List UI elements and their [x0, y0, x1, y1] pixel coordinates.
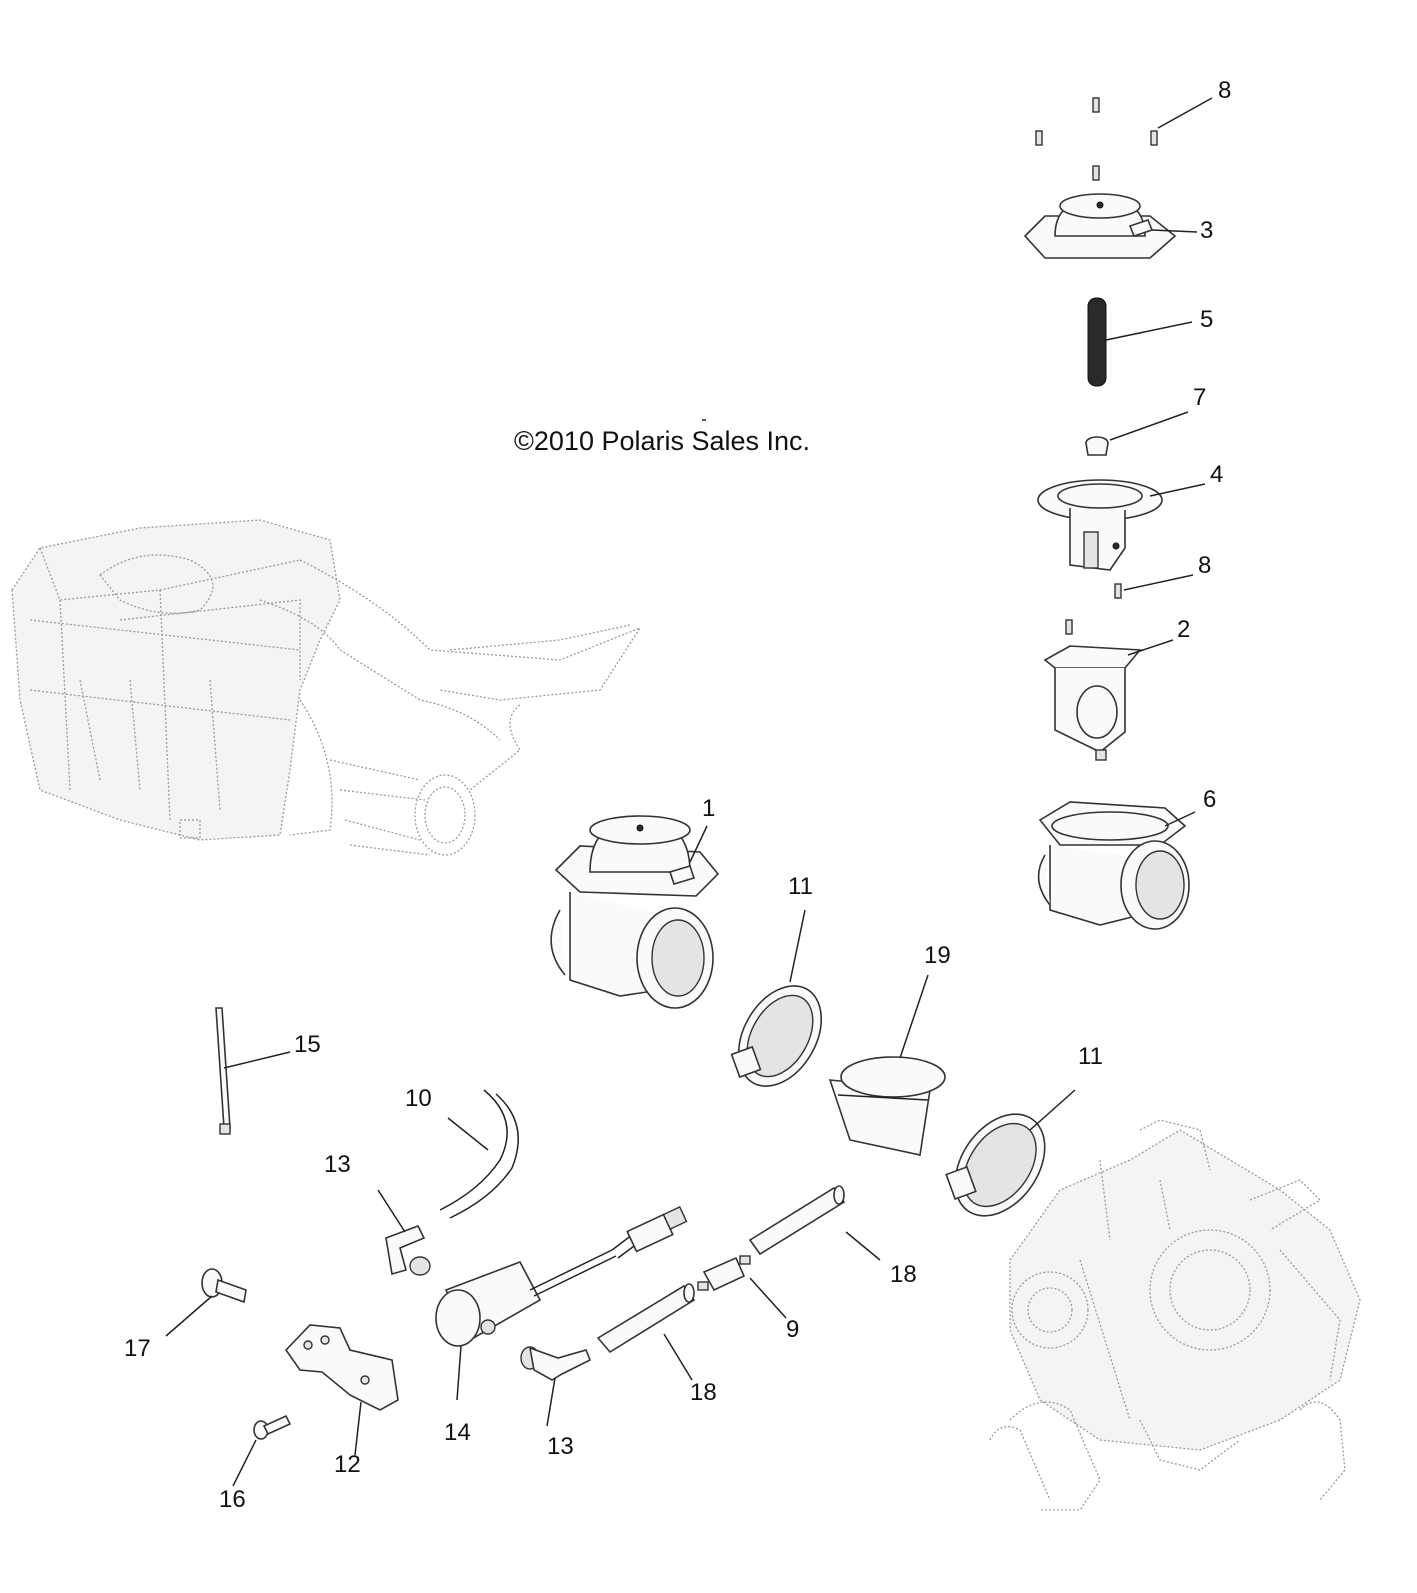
callout-labels: 8 3 5 7 4 8 2 6 1 11 19 11 15 10 13 18 9…	[124, 77, 1231, 1513]
callout-16: 16	[219, 1486, 246, 1513]
callout-9: 9	[786, 1316, 799, 1343]
vent-hose	[439, 1089, 519, 1219]
callout-19: 19	[924, 942, 951, 969]
elbow-fitting-upper	[385, 1224, 431, 1276]
callout-3: 3	[1200, 217, 1213, 244]
spring	[1087, 297, 1107, 387]
hose-section-lower	[596, 1283, 696, 1354]
callout-11: 11	[1078, 1043, 1103, 1070]
intake-boot	[828, 1056, 946, 1156]
elbow-fitting-lower	[520, 1346, 592, 1381]
callout-13: 13	[547, 1433, 574, 1460]
airbox-ghost	[11, 519, 642, 856]
spring-retainer	[1085, 436, 1109, 456]
inline-filter	[697, 1255, 751, 1292]
callout-18: 18	[690, 1379, 717, 1406]
diaphragm-piston	[1037, 479, 1163, 571]
callout-1: 1	[702, 795, 715, 822]
callout-14: 14	[444, 1419, 471, 1446]
throttle-body-housing	[1037, 801, 1190, 930]
engine-ghost	[989, 1119, 1361, 1511]
callout-4: 4	[1210, 461, 1223, 488]
hose-section-upper	[748, 1185, 846, 1256]
diaphragm-cover	[1023, 193, 1177, 259]
hose-clamp-right	[945, 1113, 1046, 1217]
callout-13: 13	[324, 1151, 351, 1178]
wiring-connector	[626, 1206, 688, 1253]
callout-10: 10	[405, 1085, 432, 1112]
mounting-screw	[253, 1414, 292, 1440]
callout-7: 7	[1193, 384, 1206, 411]
callout-5: 5	[1200, 306, 1213, 333]
flange-bolt	[201, 1268, 247, 1304]
callout-17: 17	[124, 1335, 151, 1362]
callout-15: 15	[294, 1031, 321, 1058]
callout-8: 8	[1198, 552, 1211, 579]
solenoid-valve	[435, 1230, 644, 1347]
callout-18: 18	[890, 1261, 917, 1288]
mounting-bracket	[284, 1324, 399, 1411]
callout-2: 2	[1177, 616, 1190, 643]
callout-8: 8	[1218, 77, 1231, 104]
callout-11: 11	[788, 873, 813, 900]
screw-set-top	[1035, 97, 1158, 181]
callout-12: 12	[334, 1451, 361, 1478]
copyright-text: ©2010 Polaris Sales Inc.	[514, 426, 810, 456]
screw-set-middle	[1065, 583, 1122, 635]
leader-lines	[165, 97, 1213, 1487]
throttle-body-assembly	[550, 815, 720, 1009]
cable-tie	[215, 1007, 231, 1135]
throttle-slide-housing	[1043, 645, 1142, 761]
callout-6: 6	[1203, 786, 1216, 813]
hose-clamp-left	[730, 985, 823, 1087]
